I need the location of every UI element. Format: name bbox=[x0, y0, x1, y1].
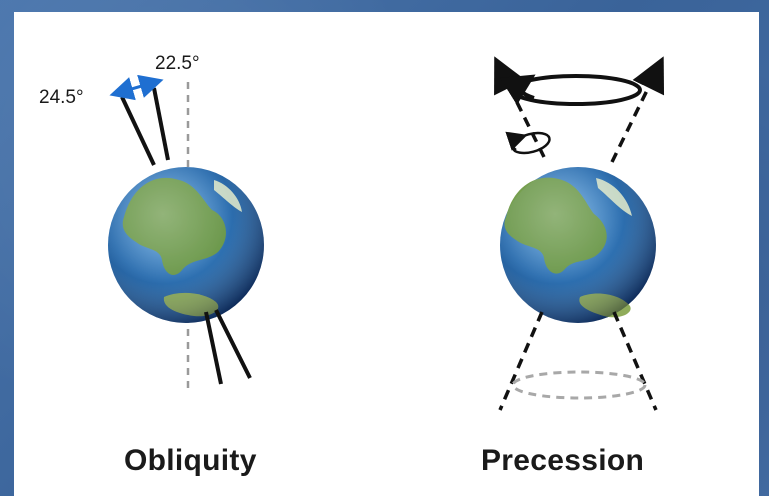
cone-line-lower-right bbox=[612, 311, 658, 411]
obliquity-caption: Obliquity bbox=[124, 444, 257, 477]
axis-line-22-5-bottom bbox=[214, 309, 252, 379]
lower-path-circle bbox=[511, 370, 647, 400]
cone-line-upper-left bbox=[494, 56, 546, 158]
precession-direction-arrow bbox=[499, 74, 536, 106]
precession-circle bbox=[510, 74, 642, 106]
precession-caption: Precession bbox=[481, 444, 645, 477]
cone-line-lower-left bbox=[498, 311, 544, 411]
diagram-canvas bbox=[108, 56, 665, 411]
spin-direction-arrow bbox=[505, 131, 528, 152]
axis-line-22-5-top bbox=[152, 87, 170, 161]
obliquity-diagram bbox=[108, 74, 264, 392]
axis-line-24-5-bottom bbox=[204, 311, 223, 385]
axis-line-24-5-top bbox=[120, 96, 156, 166]
earth-globe-right bbox=[500, 167, 656, 323]
precession-diagram bbox=[494, 56, 665, 411]
earth-globe-left bbox=[108, 167, 264, 323]
angle-label-22-5: 22.5° bbox=[155, 53, 200, 74]
angle-label-24-5: 24.5° bbox=[39, 87, 84, 108]
angle-difference-arrow bbox=[109, 74, 164, 101]
diagram-panel: 22.5° 24.5° Obliquity Precession bbox=[14, 12, 759, 496]
spin-circle bbox=[511, 131, 551, 155]
